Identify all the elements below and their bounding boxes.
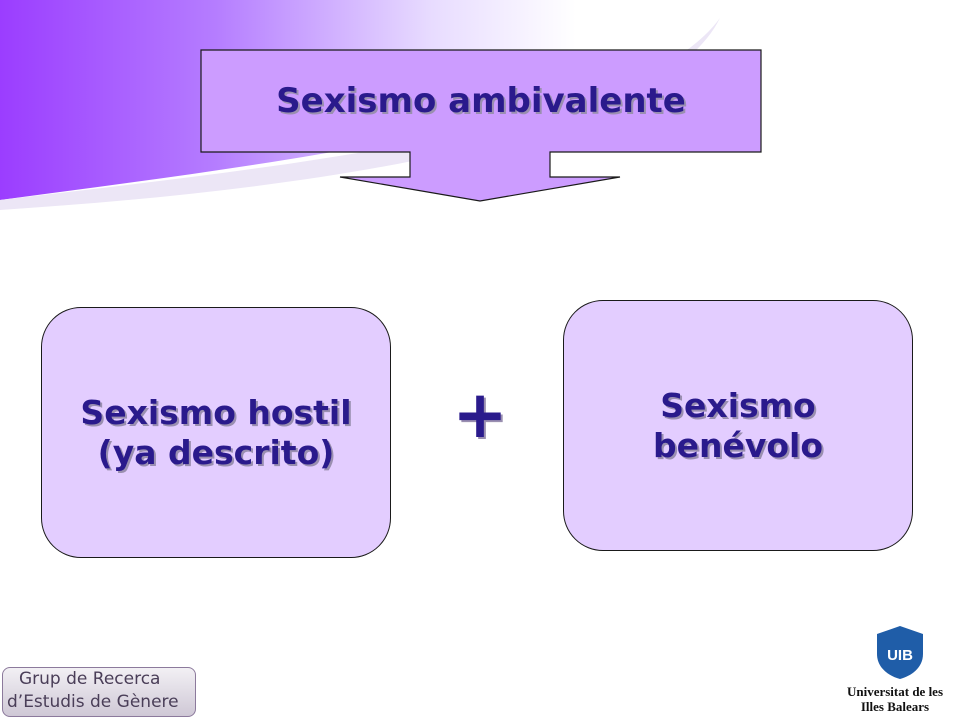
- uib-name-line1: Universitat de les: [846, 684, 944, 699]
- hostile-sexism-note: (ya descrito): [97, 432, 335, 472]
- benevolent-sexism-label-1: Sexismo: [660, 385, 816, 425]
- uib-shield-icon: UIB: [877, 626, 923, 679]
- plus-operator: +: [452, 376, 508, 453]
- grup-recerca-logo: Grup de Recerca d’Estudis de Gènere: [2, 667, 196, 717]
- uib-name-line2: Illes Balears: [860, 699, 930, 714]
- hostile-sexism-box: Sexismo hostil (ya descrito): [41, 307, 391, 558]
- diagram-title: Sexismo ambivalente: [276, 80, 686, 121]
- title-callout-shape: [200, 49, 762, 202]
- benevolent-sexism-box: Sexismo benévolo: [563, 300, 913, 551]
- hostile-sexism-label: Sexismo hostil: [80, 392, 352, 432]
- grup-logo-line1: Grup de Recerca: [19, 669, 161, 689]
- uib-shield-text: UIB: [887, 647, 913, 664]
- grup-logo-line2: d’Estudis de Gènere: [7, 692, 179, 712]
- benevolent-sexism-label-2: benévolo: [652, 425, 824, 465]
- uib-name: Universitat de les Illes Balears: [830, 684, 960, 714]
